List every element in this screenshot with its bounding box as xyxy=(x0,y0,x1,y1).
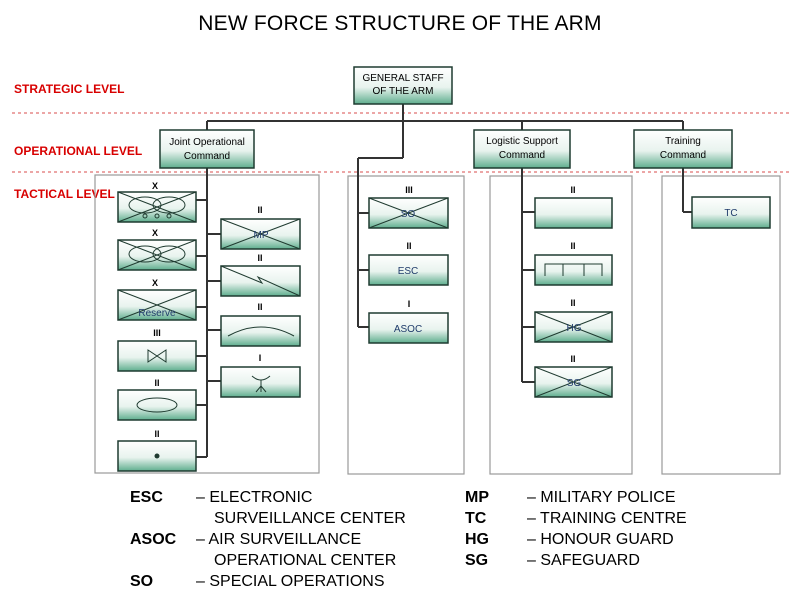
unit-asoc: I ASOC xyxy=(368,299,449,344)
unit-regiment: III xyxy=(117,328,197,372)
so-label: SO xyxy=(401,209,416,220)
legend-def-so: – SPECIAL OPERATIONS xyxy=(196,573,385,590)
echelon-ii-label: II xyxy=(257,302,262,312)
echelon-x-label: X xyxy=(152,228,158,238)
unit-esc: II ESC xyxy=(368,241,449,286)
echelon-i-label: I xyxy=(259,353,262,363)
echelon-ii-label: II xyxy=(570,241,575,251)
echelon-iii-label: III xyxy=(153,328,161,338)
echelon-ii-label: II xyxy=(406,241,411,251)
unit-maintenance: II xyxy=(534,241,613,286)
unit-mp: II MP xyxy=(220,205,301,250)
panel-special-units xyxy=(347,175,465,475)
legend-def-tc: – TRAINING CENTRE xyxy=(527,510,687,527)
unit-so: III SO xyxy=(368,185,449,229)
echelon-iii-label: III xyxy=(405,185,413,195)
unit-radar: I xyxy=(220,353,301,398)
connector-lines xyxy=(196,104,692,458)
unit-hg: II HG xyxy=(534,298,613,343)
unit-signal: II xyxy=(220,253,301,297)
general-staff-box: GENERAL STAFF OF THE ARM xyxy=(353,66,453,105)
echelon-i-label: I xyxy=(408,299,411,309)
mp-label: MP xyxy=(254,230,269,241)
echelon-ii-label: II xyxy=(154,378,159,388)
reserve-label: Reserve xyxy=(138,308,176,319)
legend-def-sg: – SAFEGUARD xyxy=(527,552,640,569)
unit-battalion-dot: II xyxy=(117,429,197,472)
legend-def-hg: – HONOUR GUARD xyxy=(527,531,674,548)
unit-wing-1: X xyxy=(117,181,197,223)
legend-abbr-tc: TC xyxy=(465,510,487,527)
echelon-ii-label: II xyxy=(257,253,262,263)
unit-reserve: X Reserve xyxy=(117,278,197,321)
page-title: NEW FORCE STRUCTURE OF THE ARM xyxy=(198,12,602,35)
legend-abbr-so: SO xyxy=(130,573,154,590)
tactical-level-label: TACTICAL LEVEL xyxy=(14,187,115,201)
hg-label: HG xyxy=(567,323,582,334)
legend-def-asoc: – AIR SURVEILLANCE xyxy=(196,531,362,548)
unit-logistic-1: II xyxy=(534,185,613,229)
echelon-ii-label: II xyxy=(570,185,575,195)
unit-arc: II xyxy=(220,302,301,347)
training-line1: Training xyxy=(665,136,701,147)
unit-tc: TC xyxy=(691,196,771,229)
legend-def-mp: – MILITARY POLICE xyxy=(527,489,676,506)
sg-label: SG xyxy=(567,378,582,389)
asoc-label: ASOC xyxy=(394,324,422,335)
echelon-ii-label: II xyxy=(570,298,575,308)
legend-abbr-asoc: ASOC xyxy=(130,531,177,548)
panel-logistic-units xyxy=(489,175,633,475)
legend-abbr-esc: ESC xyxy=(130,489,163,506)
operational-level-label: OPERATIONAL LEVEL xyxy=(14,144,143,158)
legend-abbr-hg: HG xyxy=(465,531,489,548)
joint-ops-line1: Joint Operational xyxy=(169,137,245,148)
unit-wing-2: X xyxy=(117,228,197,271)
logistic-line2: Command xyxy=(499,150,545,161)
logistic-support-command-box: Logistic Support Command xyxy=(473,129,571,169)
echelon-ii-label: II xyxy=(570,354,575,364)
echelon-ii-label: II xyxy=(257,205,262,215)
legend-abbr-sg: SG xyxy=(465,552,489,569)
legend-def-esc-cont: SURVEILLANCE CENTER xyxy=(214,510,406,527)
general-staff-line1: GENERAL STAFF xyxy=(362,73,443,84)
general-staff-line2: OF THE ARM xyxy=(373,86,434,97)
unit-sg: II SG xyxy=(534,354,613,398)
training-command-box: Training Command xyxy=(633,129,733,169)
unit-battalion-ellipse: II xyxy=(117,378,197,421)
panel-training-units xyxy=(661,175,781,475)
esc-label: ESC xyxy=(398,266,419,277)
tc-label: TC xyxy=(724,208,737,219)
joint-ops-command-box: Joint Operational Command xyxy=(159,129,255,169)
strategic-level-label: STRATEGIC LEVEL xyxy=(14,82,125,96)
echelon-x-label: X xyxy=(152,181,158,191)
training-line2: Command xyxy=(660,150,706,161)
echelon-x-label: X xyxy=(152,278,158,288)
legend-def-asoc-cont: OPERATIONAL CENTER xyxy=(214,552,397,569)
joint-ops-line2: Command xyxy=(184,151,230,162)
echelon-ii-label: II xyxy=(154,429,159,439)
legend-abbr-mp: MP xyxy=(465,489,489,506)
logistic-line1: Logistic Support xyxy=(486,136,558,147)
legend-def-esc: – ELECTRONIC xyxy=(196,489,313,506)
